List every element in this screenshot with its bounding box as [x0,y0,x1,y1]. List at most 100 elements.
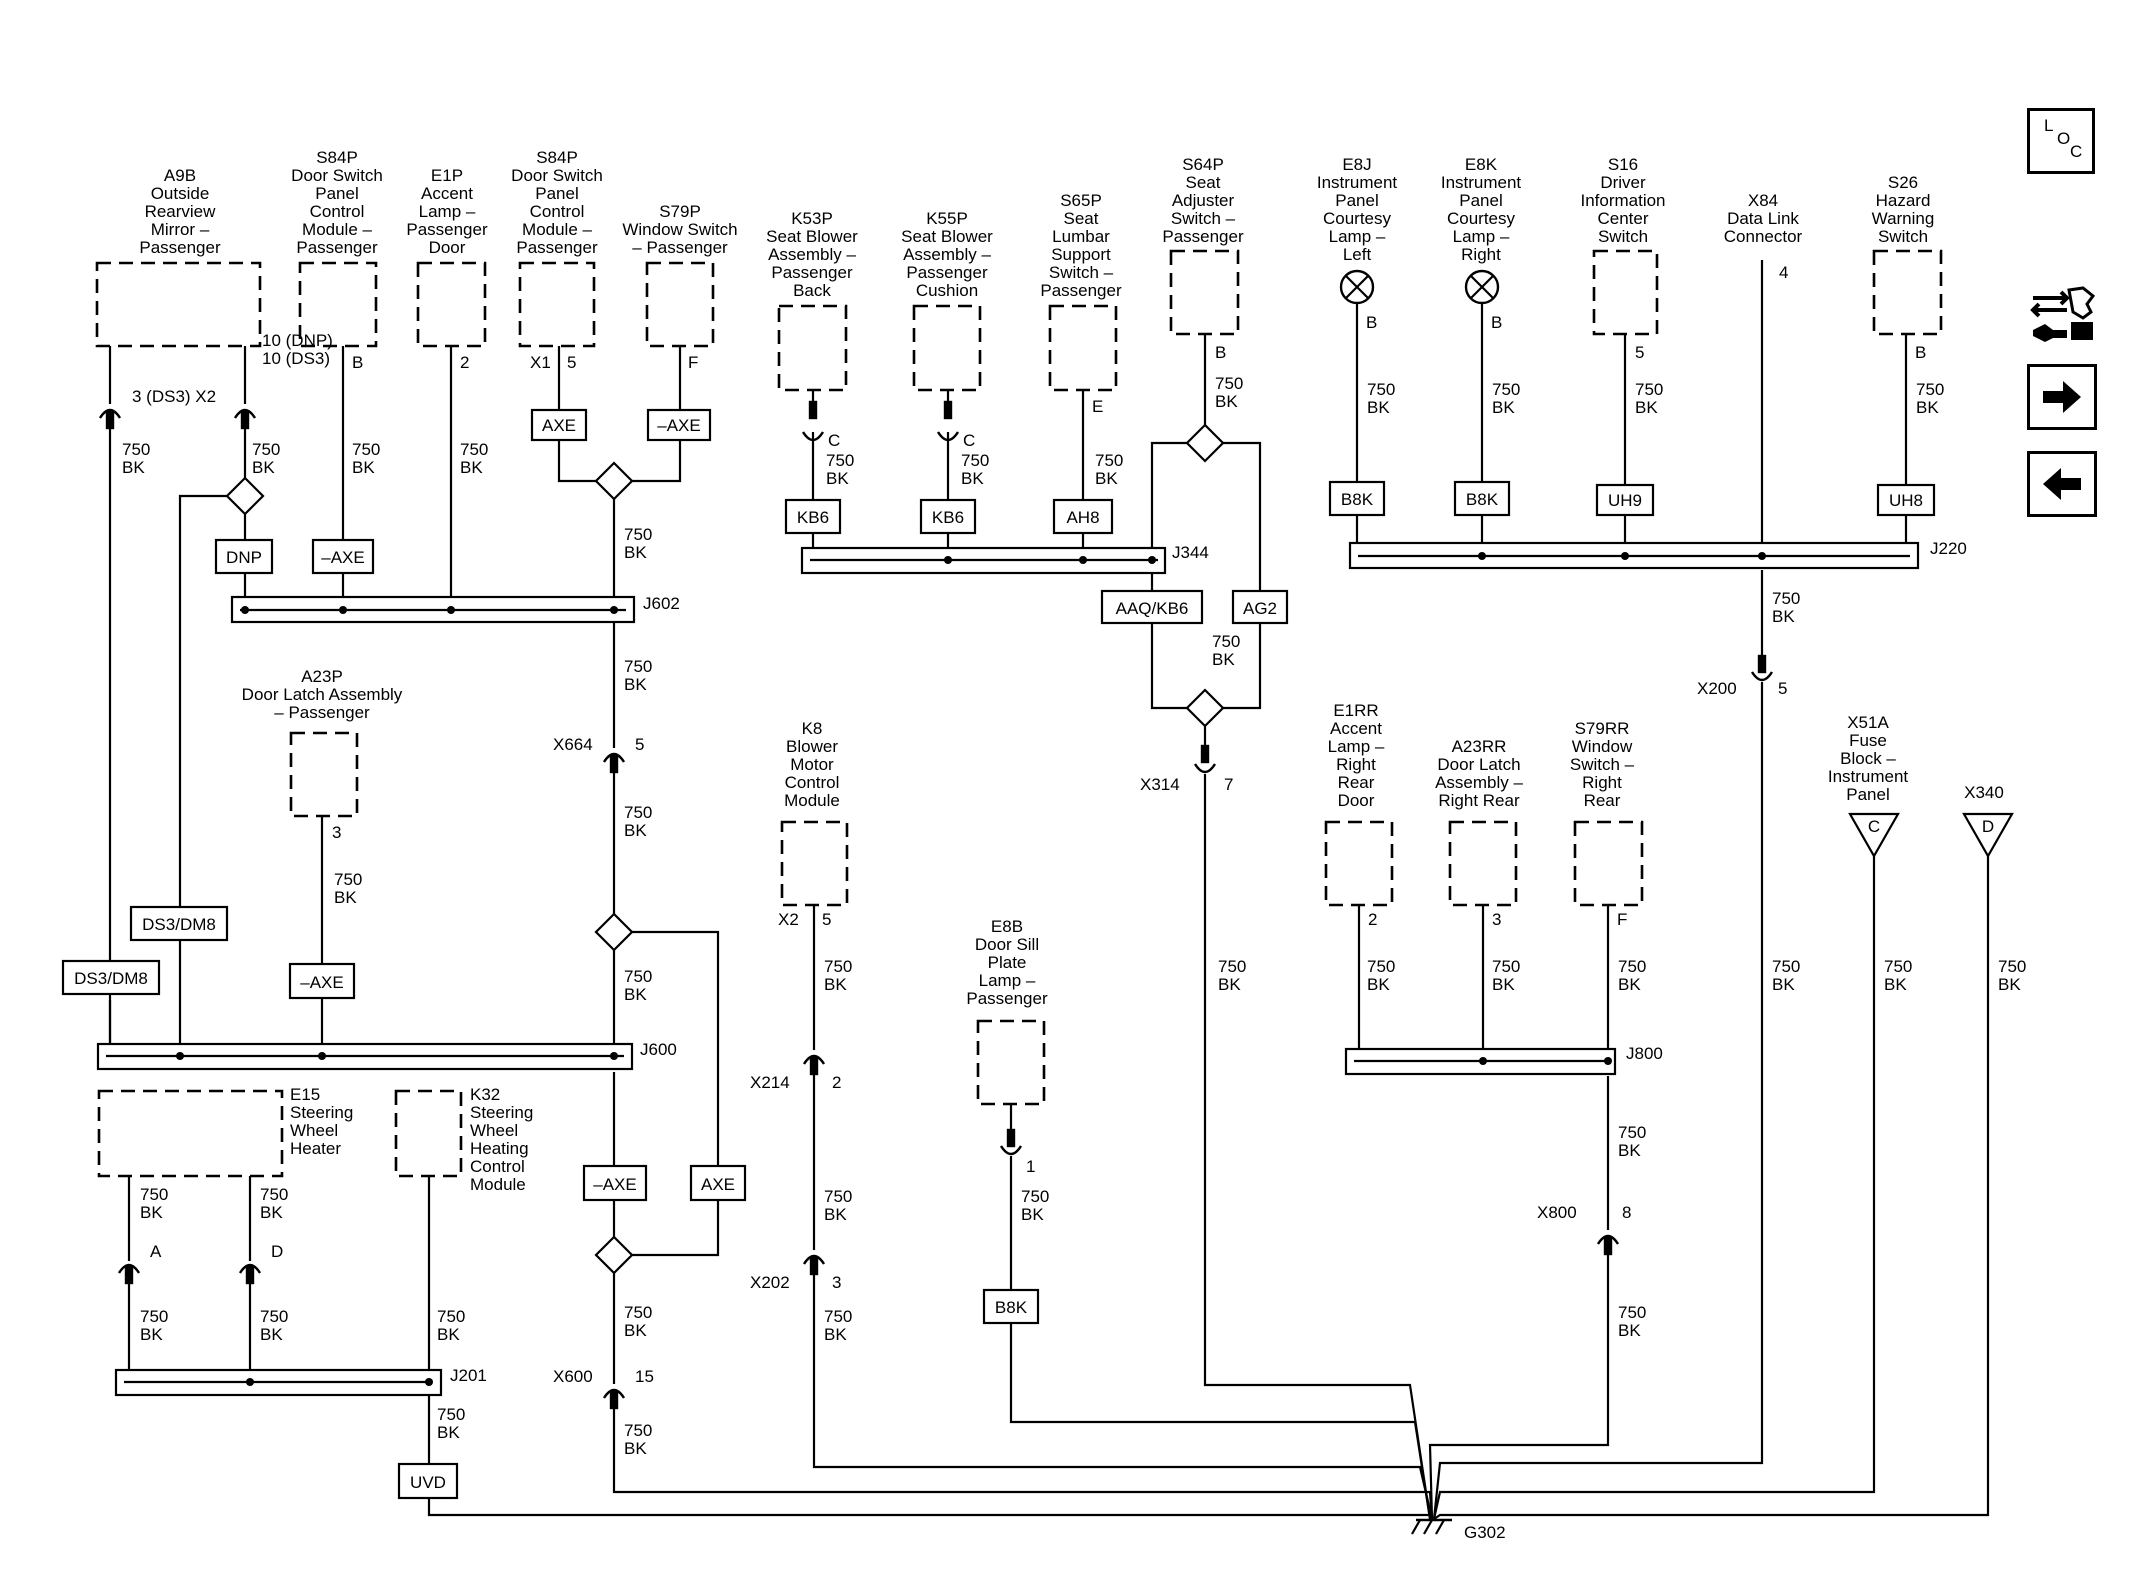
harness-route-icon [2030,286,2096,342]
svg-text:S16: S16 [1608,155,1638,174]
svg-text:Right: Right [1461,245,1501,264]
svg-text:Data Link: Data Link [1727,209,1799,228]
wire-color-label: BK [260,1325,283,1344]
wire-color-label: BK [824,1325,847,1344]
wire-size-label: 750 [122,440,150,459]
svg-text:3: 3 [1492,910,1501,929]
svg-text:A23RR: A23RR [1452,737,1507,756]
svg-text:Blower: Blower [786,737,838,756]
wire-size-label: 750 [260,1307,288,1326]
svg-text:B: B [1491,313,1502,332]
svg-text:Switch: Switch [1598,227,1648,246]
svg-text:Mirror –: Mirror – [151,220,210,239]
svg-text:5: 5 [1778,679,1787,698]
loc-icon: L O C [2044,116,2082,161]
harness-route-button[interactable] [2027,282,2099,344]
component-label-k53p: K53P Seat Blower Assembly – Passenger Ba… [766,209,858,300]
svg-text:E8B: E8B [991,917,1023,936]
svg-text:F: F [688,353,698,372]
option-tag-b8k: B8K [982,1288,1040,1325]
svg-text:K55P: K55P [926,209,968,228]
wire-size-label: 750 [140,1307,168,1326]
component-label-s64p: S64P Seat Adjuster Switch – Passenger [1162,155,1244,246]
svg-text:Steering: Steering [290,1103,353,1122]
svg-text:Heater: Heater [290,1139,341,1158]
svg-text:–AXE: –AXE [321,548,364,567]
svg-text:Lamp –: Lamp – [1329,227,1386,246]
component-box-s79rr [1573,820,1644,907]
svg-text:UH9: UH9 [1608,491,1642,510]
svg-text:Seat Blower: Seat Blower [766,227,858,246]
svg-text:7: 7 [1224,775,1233,794]
svg-text:3 (DS3) X2: 3 (DS3) X2 [132,387,216,406]
svg-text:B8K: B8K [1466,490,1499,509]
terminal-x340: D [1962,812,2014,859]
option-tag-b8k: B8K [1453,480,1511,517]
wire-size-label: 750 [334,870,362,889]
svg-text:Wheel: Wheel [470,1121,518,1140]
junction-diamond [1185,423,1225,463]
wire-color-label: BK [1367,398,1390,417]
wire-size-label: 750 [1021,1187,1049,1206]
wire-color-label: BK [260,1203,283,1222]
wire-color-label: BK [826,469,849,488]
svg-text:Passenger: Passenger [906,263,988,282]
svg-text:Passenger: Passenger [1162,227,1244,246]
svg-text:–AXE: –AXE [593,1175,636,1194]
svg-text:DNP: DNP [226,548,262,567]
svg-text:Lamp –: Lamp – [1328,737,1385,756]
svg-text:Switch –: Switch – [1049,263,1114,282]
wire-color-label: BK [1618,1141,1641,1160]
wire-size-label: 750 [1095,451,1123,470]
wire-size-label: 750 [1772,957,1800,976]
svg-text:D: D [1982,817,1994,836]
wire-color-label: BK [1218,975,1241,994]
next-page-button[interactable] [2027,364,2097,430]
option-tag-kb6: KB6 [784,498,842,535]
svg-text:E8K: E8K [1465,155,1498,174]
svg-text:Panel: Panel [1459,191,1502,210]
component-box-s16 [1592,249,1659,336]
svg-text:Switch –: Switch – [1171,209,1236,228]
wire-color-label: BK [624,675,647,694]
option-tag-aaq-kb6: AAQ/KB6 [1100,589,1204,625]
wire-color-label: BK [334,888,357,907]
splice-j201: J201 [114,1366,487,1397]
svg-text:Door Sill: Door Sill [975,935,1039,954]
svg-text:Right Rear: Right Rear [1438,791,1520,810]
wire-size-label: 750 [624,967,652,986]
wire-color-label: BK [1772,975,1795,994]
wire-color-label: BK [824,1205,847,1224]
svg-text:S65P: S65P [1060,191,1102,210]
wire-size-label: 750 [252,440,280,459]
wire-color-label: BK [624,1321,647,1340]
svg-text:Plate: Plate [988,953,1027,972]
svg-text:Heating: Heating [470,1139,529,1158]
svg-text:Hazard: Hazard [1876,191,1931,210]
svg-text:Switch: Switch [1878,227,1928,246]
previous-page-button[interactable] [2027,451,2097,517]
wire-size-label: 750 [824,1307,852,1326]
svg-text:C: C [2070,142,2082,161]
wire-color-label: BK [437,1325,460,1344]
component-label-x51a: X51A Fuse Block – Instrument Panel [1828,713,1909,804]
svg-text:X51A: X51A [1847,713,1889,732]
svg-text:Information: Information [1580,191,1665,210]
svg-text:Fuse: Fuse [1849,731,1887,750]
svg-text:X1: X1 [530,353,551,372]
svg-text:E15: E15 [290,1085,320,1104]
component-label-s16: S16 Driver Information Center Switch [1580,155,1665,246]
wire-size-label: 750 [1618,957,1646,976]
svg-text:Door: Door [1338,791,1375,810]
svg-text:Panel: Panel [535,184,578,203]
wire-color-label: BK [1021,1205,1044,1224]
loc-button[interactable]: L O C [2027,108,2095,174]
component-label-x340: X340 [1964,783,2004,802]
svg-text:DS3/DM8: DS3/DM8 [142,915,216,934]
component-label-k8: K8 Blower Motor Control Module [784,719,840,810]
component-box-a23p [289,731,359,818]
wire-size-label: 750 [624,657,652,676]
splice-j800: J800 [1344,1044,1663,1076]
svg-text:Passenger: Passenger [139,238,221,257]
component-box-s64p [1169,249,1240,336]
